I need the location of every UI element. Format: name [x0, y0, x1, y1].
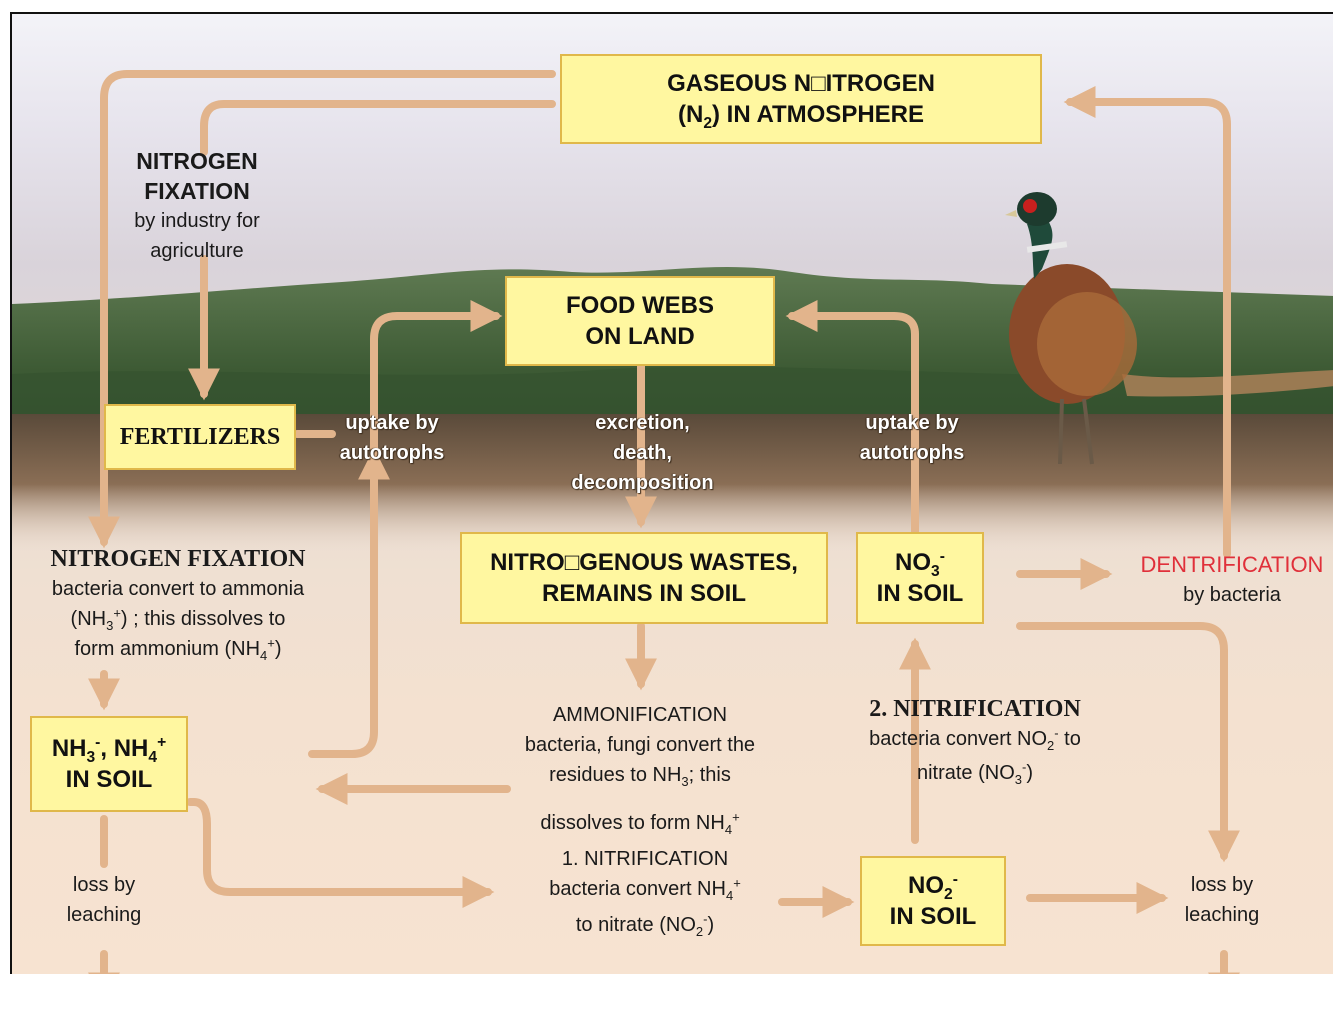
arrow-uptake-to-foodweb [308, 300, 503, 758]
box-fertilizers: FERTILIZERS [104, 404, 296, 470]
label-leaching-right: loss by leaching [1184, 874, 1260, 926]
box-gaseous-nitrogen: GASEOUS N□ITROGEN (N2) IN ATMOSPHERE [560, 54, 1042, 144]
diagram-frame: GASEOUS N□ITROGEN (N2) IN ATMOSPHERE FOO… [10, 12, 1333, 974]
box-no2-in-soil: NO2- IN SOIL [860, 856, 1006, 946]
label-denitrification: DENTRIFICATION by bacteria [1140, 552, 1324, 606]
label-ammonification: AMMONIFICATION bacteria, fungi convert t… [524, 704, 756, 837]
cycle-arrows [88, 70, 1240, 974]
arrow-nh-to-nitrification1 [186, 798, 495, 908]
box-no3-in-soil: NO3- IN SOIL [856, 532, 984, 624]
label-leaching-left: loss by leaching [66, 874, 142, 926]
label-uptake-left: uptake by autotrophs [339, 412, 445, 464]
label-fixation-bacteria: NITROGEN FIXATION bacteria convert to am… [50, 546, 306, 663]
label-excretion: excretion, death, decomposition [571, 412, 714, 494]
label-uptake-right: uptake by autotrophs [859, 412, 965, 464]
box-nh-in-soil: NH3-, NH4+ IN SOIL [30, 716, 188, 812]
box-food-webs: FOOD WEBS ON LAND [505, 276, 775, 366]
arrow-atmosphere-to-industry-fixation [88, 70, 556, 549]
label-nitrification-1: 1. NITRIFICATION bacteria convert NH4+ t… [549, 848, 741, 939]
landscape-background [12, 192, 1333, 554]
arrow-no3-to-leaching [1016, 622, 1240, 863]
arrow-denitrification-to-atmosphere [1063, 86, 1231, 558]
arrow-atmosphere-to-fertilizers [200, 100, 556, 156]
box-nitrogenous-wastes: NITRO□GENOUS WASTES, REMAINS IN SOIL [460, 532, 828, 624]
label-nitrification-2: 2. NITRIFICATION bacteria convert NO2- t… [869, 696, 1081, 787]
pheasant-image [1005, 192, 1333, 465]
arrow-no3-uptake-to-foodweb [785, 300, 919, 538]
label-fixation-industry: NITROGEN FIXATION by industry for agricu… [134, 148, 260, 262]
